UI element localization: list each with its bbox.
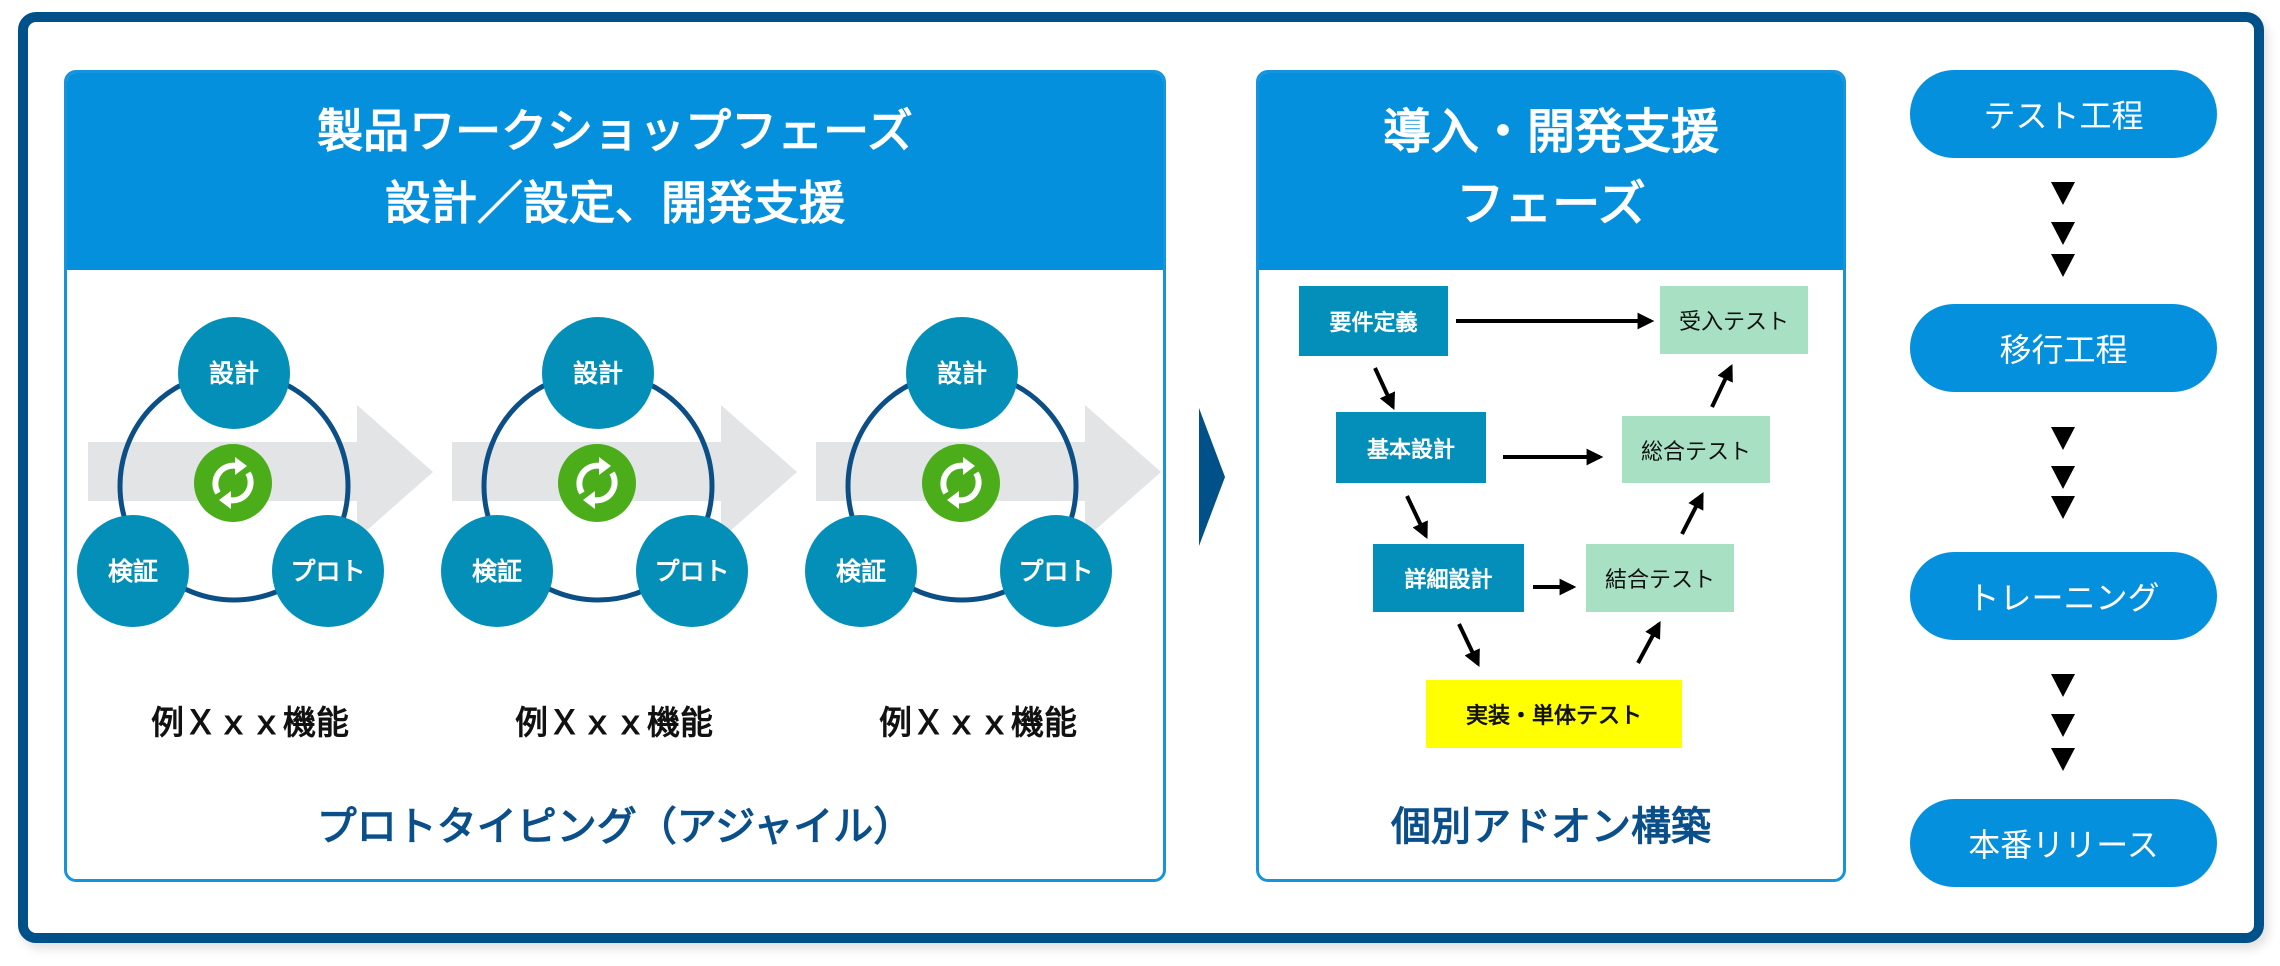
- box-requirements-label: 要件定義: [1329, 311, 1418, 336]
- stage-test: テスト工程: [1910, 70, 2217, 158]
- dev-phase-title-line1: 導入・開発支援: [1382, 104, 1719, 160]
- box-acceptance-test-label: 受入テスト: [1678, 310, 1789, 335]
- dev-phase-header: 導入・開発支援 フェーズ: [1259, 73, 1843, 270]
- box-basic-design: 基本設計: [1336, 412, 1486, 483]
- box-basic-design-label: 基本設計: [1366, 437, 1455, 463]
- box-implementation-label: 実装・単体テスト: [1465, 704, 1642, 729]
- chevron-right-icon: [1199, 408, 1225, 546]
- box-acceptance-test: 受入テスト: [1660, 286, 1808, 354]
- feature-label-1: 例Ｘｘｘ機能: [151, 703, 349, 742]
- triangle-down-icon: [2051, 496, 2075, 519]
- feature-label-3: 例Ｘｘｘ機能: [879, 703, 1077, 742]
- box-implementation: 実装・単体テスト: [1426, 680, 1682, 748]
- box-detail-design: 詳細設計: [1373, 544, 1524, 612]
- workshop-phase-title-line2: 設計／設定、開発支援: [385, 176, 845, 230]
- box-system-test: 総合テスト: [1622, 416, 1770, 483]
- box-system-test-label: 総合テスト: [1640, 439, 1751, 465]
- triangle-down-icon: [2051, 182, 2075, 205]
- workshop-phase-card: 製品ワークショップフェーズ 設計／設定、開発支援: [64, 70, 1166, 882]
- triangle-down-icon: [2051, 427, 2075, 450]
- dev-phase-title-line2: フェーズ: [1456, 176, 1646, 232]
- stage-release-label: 本番リリース: [1968, 826, 2159, 864]
- box-requirements: 要件定義: [1299, 286, 1448, 356]
- triangle-down-icon: [2051, 714, 2075, 737]
- triangle-down-icon: [2051, 748, 2075, 771]
- workshop-footer-title: プロトタイピング（アジャイル）: [316, 804, 914, 850]
- workshop-phase-title-line1: 製品ワークショップフェーズ: [317, 104, 913, 158]
- box-integration-test: 結合テスト: [1586, 544, 1734, 612]
- workshop-phase-header: 製品ワークショップフェーズ 設計／設定、開発支援: [67, 73, 1163, 270]
- triangle-down-icon: [2051, 222, 2075, 245]
- box-detail-design-label: 詳細設計: [1404, 568, 1493, 593]
- triangle-down-icon: [2051, 674, 2075, 697]
- stage-test-label: テスト工程: [1983, 97, 2144, 135]
- stage-training-label: トレーニング: [1967, 579, 2160, 617]
- stage-training: トレーニング: [1910, 552, 2217, 640]
- triangle-down-icon: [2051, 254, 2075, 277]
- feature-label-2: 例Ｘｘｘ機能: [515, 703, 713, 742]
- dev-footer-title: 個別アドオン構築: [1391, 804, 1711, 850]
- box-integration-test-label: 結合テスト: [1604, 568, 1715, 593]
- triangle-down-icon: [2051, 466, 2075, 489]
- stage-migration-label: 移行工程: [1999, 331, 2128, 369]
- stage-release: 本番リリース: [1910, 799, 2217, 887]
- stage-migration: 移行工程: [1910, 304, 2217, 392]
